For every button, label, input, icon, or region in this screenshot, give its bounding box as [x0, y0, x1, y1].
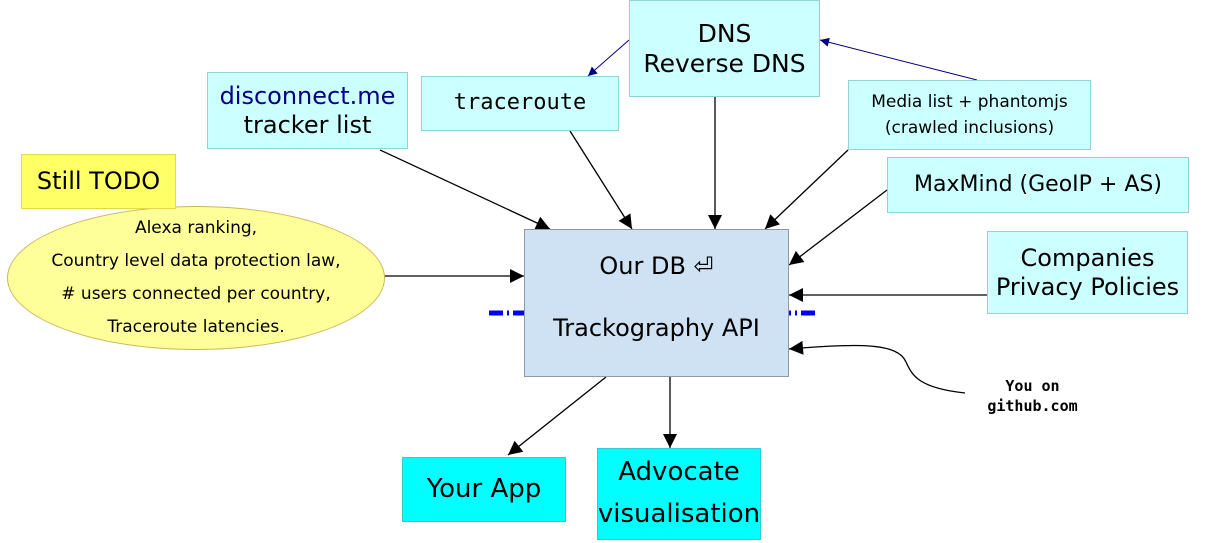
- crawled-inclusions-label: (crawled inclusions): [884, 118, 1055, 138]
- maxmind-box: MaxMind (GeoIP + AS): [887, 157, 1189, 213]
- arrow-maxmind-to-db: [788, 189, 888, 266]
- maxmind-label: MaxMind (GeoIP + AS): [914, 171, 1162, 197]
- disconnect-box: disconnect.me tracker list: [207, 72, 408, 149]
- todo-item: Traceroute latencies.: [107, 317, 285, 337]
- advocate-box: Advocate visualisation: [597, 448, 761, 540]
- media-list-box: Media list + phantomjs (crawled inclusio…: [848, 80, 1091, 150]
- advocate-label: Advocate: [618, 457, 740, 488]
- db-api-box: Our DB ⏎ Trackography API: [524, 229, 789, 377]
- still-todo-text: Still TODO: [36, 167, 161, 196]
- traceroute-label: traceroute: [453, 90, 587, 116]
- trackography-api-label: Trackography API: [553, 313, 760, 342]
- arrow-media-to-dns: [819, 37, 978, 81]
- traceroute-box: traceroute: [421, 76, 619, 131]
- arrow-media-to-db: [764, 149, 849, 230]
- tracker-list-label: tracker list: [243, 110, 372, 139]
- companies-label: Companies: [1020, 243, 1155, 272]
- github-note: You on github.com: [960, 377, 1105, 416]
- github-link[interactable]: github.com: [987, 396, 1078, 415]
- visualisation-label: visualisation: [597, 499, 761, 529]
- your-app-label: Your App: [426, 473, 542, 504]
- privacy-policies-label: Privacy Policies: [995, 272, 1180, 301]
- companies-box: Companies Privacy Policies: [987, 231, 1188, 314]
- arrow-dns-to-traceroute: [587, 39, 630, 77]
- arrow-api-to-your-app: [507, 376, 607, 456]
- still-todo-label: Still TODO: [21, 154, 176, 209]
- github-note-line: You on: [1005, 377, 1060, 395]
- arrow-github-to-api: [788, 340, 966, 394]
- dns-box: DNS Reverse DNS: [629, 0, 820, 97]
- disconnect-title: disconnect.me: [219, 81, 396, 110]
- reverse-dns-label: Reverse DNS: [643, 48, 806, 78]
- arrow-disconnect-to-db: [379, 149, 551, 230]
- todo-item: Alexa ranking,: [134, 218, 258, 238]
- media-list-label: Media list + phantomjs: [871, 91, 1068, 112]
- todo-item: Country level data protection law,: [51, 251, 341, 271]
- todo-item: # users connected per country,: [61, 284, 331, 304]
- our-db-label: Our DB ⏎: [599, 252, 714, 280]
- your-app-box: Your App: [402, 457, 566, 522]
- todo-ellipse: Alexa ranking, Country level data protec…: [7, 206, 385, 350]
- arrow-traceroute-to-db: [569, 130, 633, 230]
- dns-label: DNS: [697, 18, 752, 48]
